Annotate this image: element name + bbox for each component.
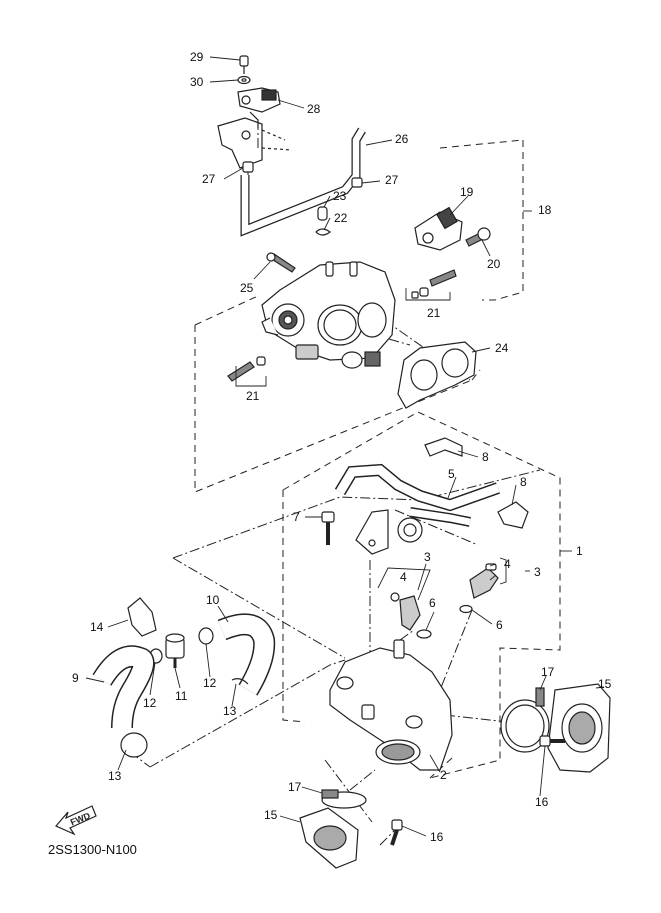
callout-14: 14 — [90, 620, 104, 634]
assembly-boundary-18 — [194, 139, 524, 493]
callout-leaders — [85, 56, 605, 837]
callout-22: 22 — [334, 211, 348, 225]
callout-9: 9 — [72, 671, 79, 685]
callout-15-right: 15 — [598, 677, 612, 691]
callout-3-right: 3 — [534, 565, 541, 579]
callout-11: 11 — [175, 689, 188, 703]
callout-27-left: 27 — [202, 172, 216, 186]
callout-17-bottom: 17 — [288, 780, 302, 794]
callout-1: 1 — [576, 544, 583, 558]
callout-25: 25 — [240, 281, 254, 295]
callout-4-right: 4 — [504, 557, 511, 571]
callout-28: 28 — [307, 102, 321, 116]
callout-12-left: 12 — [143, 696, 157, 710]
callout-13-left: 13 — [108, 769, 122, 783]
fwd-label: FWD — [69, 810, 92, 827]
sensor-bracket-assembly — [217, 55, 366, 237]
callout-5: 5 — [448, 467, 455, 481]
throttle-body — [227, 206, 491, 409]
callout-27-right: 27 — [385, 173, 399, 187]
callout-7: 7 — [293, 510, 300, 524]
callout-13-right: 13 — [223, 704, 237, 718]
callout-15-bottom: 15 — [264, 808, 278, 822]
manifold-clamp-group — [299, 683, 611, 869]
callout-16-right: 16 — [535, 795, 549, 809]
callout-8-right: 8 — [520, 475, 527, 489]
callout-16-bottom: 16 — [430, 830, 444, 844]
callout-30: 30 — [190, 75, 204, 89]
callout-24: 24 — [495, 341, 509, 355]
callout-2: 2 — [440, 768, 447, 782]
callout-8-top: 8 — [482, 450, 489, 464]
intake-manifold-assembly — [321, 437, 529, 771]
callout-6-right: 6 — [496, 618, 503, 632]
callout-17-right: 17 — [541, 665, 555, 679]
callout-20: 20 — [487, 257, 501, 271]
callout-10: 10 — [206, 593, 220, 607]
callout-3-left: 3 — [424, 550, 431, 564]
callout-18: 18 — [538, 203, 552, 217]
callout-6-left: 6 — [429, 596, 436, 610]
callout-19: 19 — [460, 185, 474, 199]
callout-29: 29 — [190, 50, 204, 64]
coolant-hose-group — [92, 597, 276, 758]
callout-4-left: 4 — [400, 570, 407, 584]
callout-23: 23 — [333, 189, 347, 203]
callout-12-right: 12 — [203, 676, 217, 690]
fwd-arrow-icon: FWD — [55, 805, 97, 836]
callout-21-right: 21 — [427, 306, 441, 320]
callout-26: 26 — [395, 132, 409, 146]
diagram-code: 2SS1300-N100 — [48, 842, 137, 857]
callout-21-left: 21 — [246, 389, 260, 403]
